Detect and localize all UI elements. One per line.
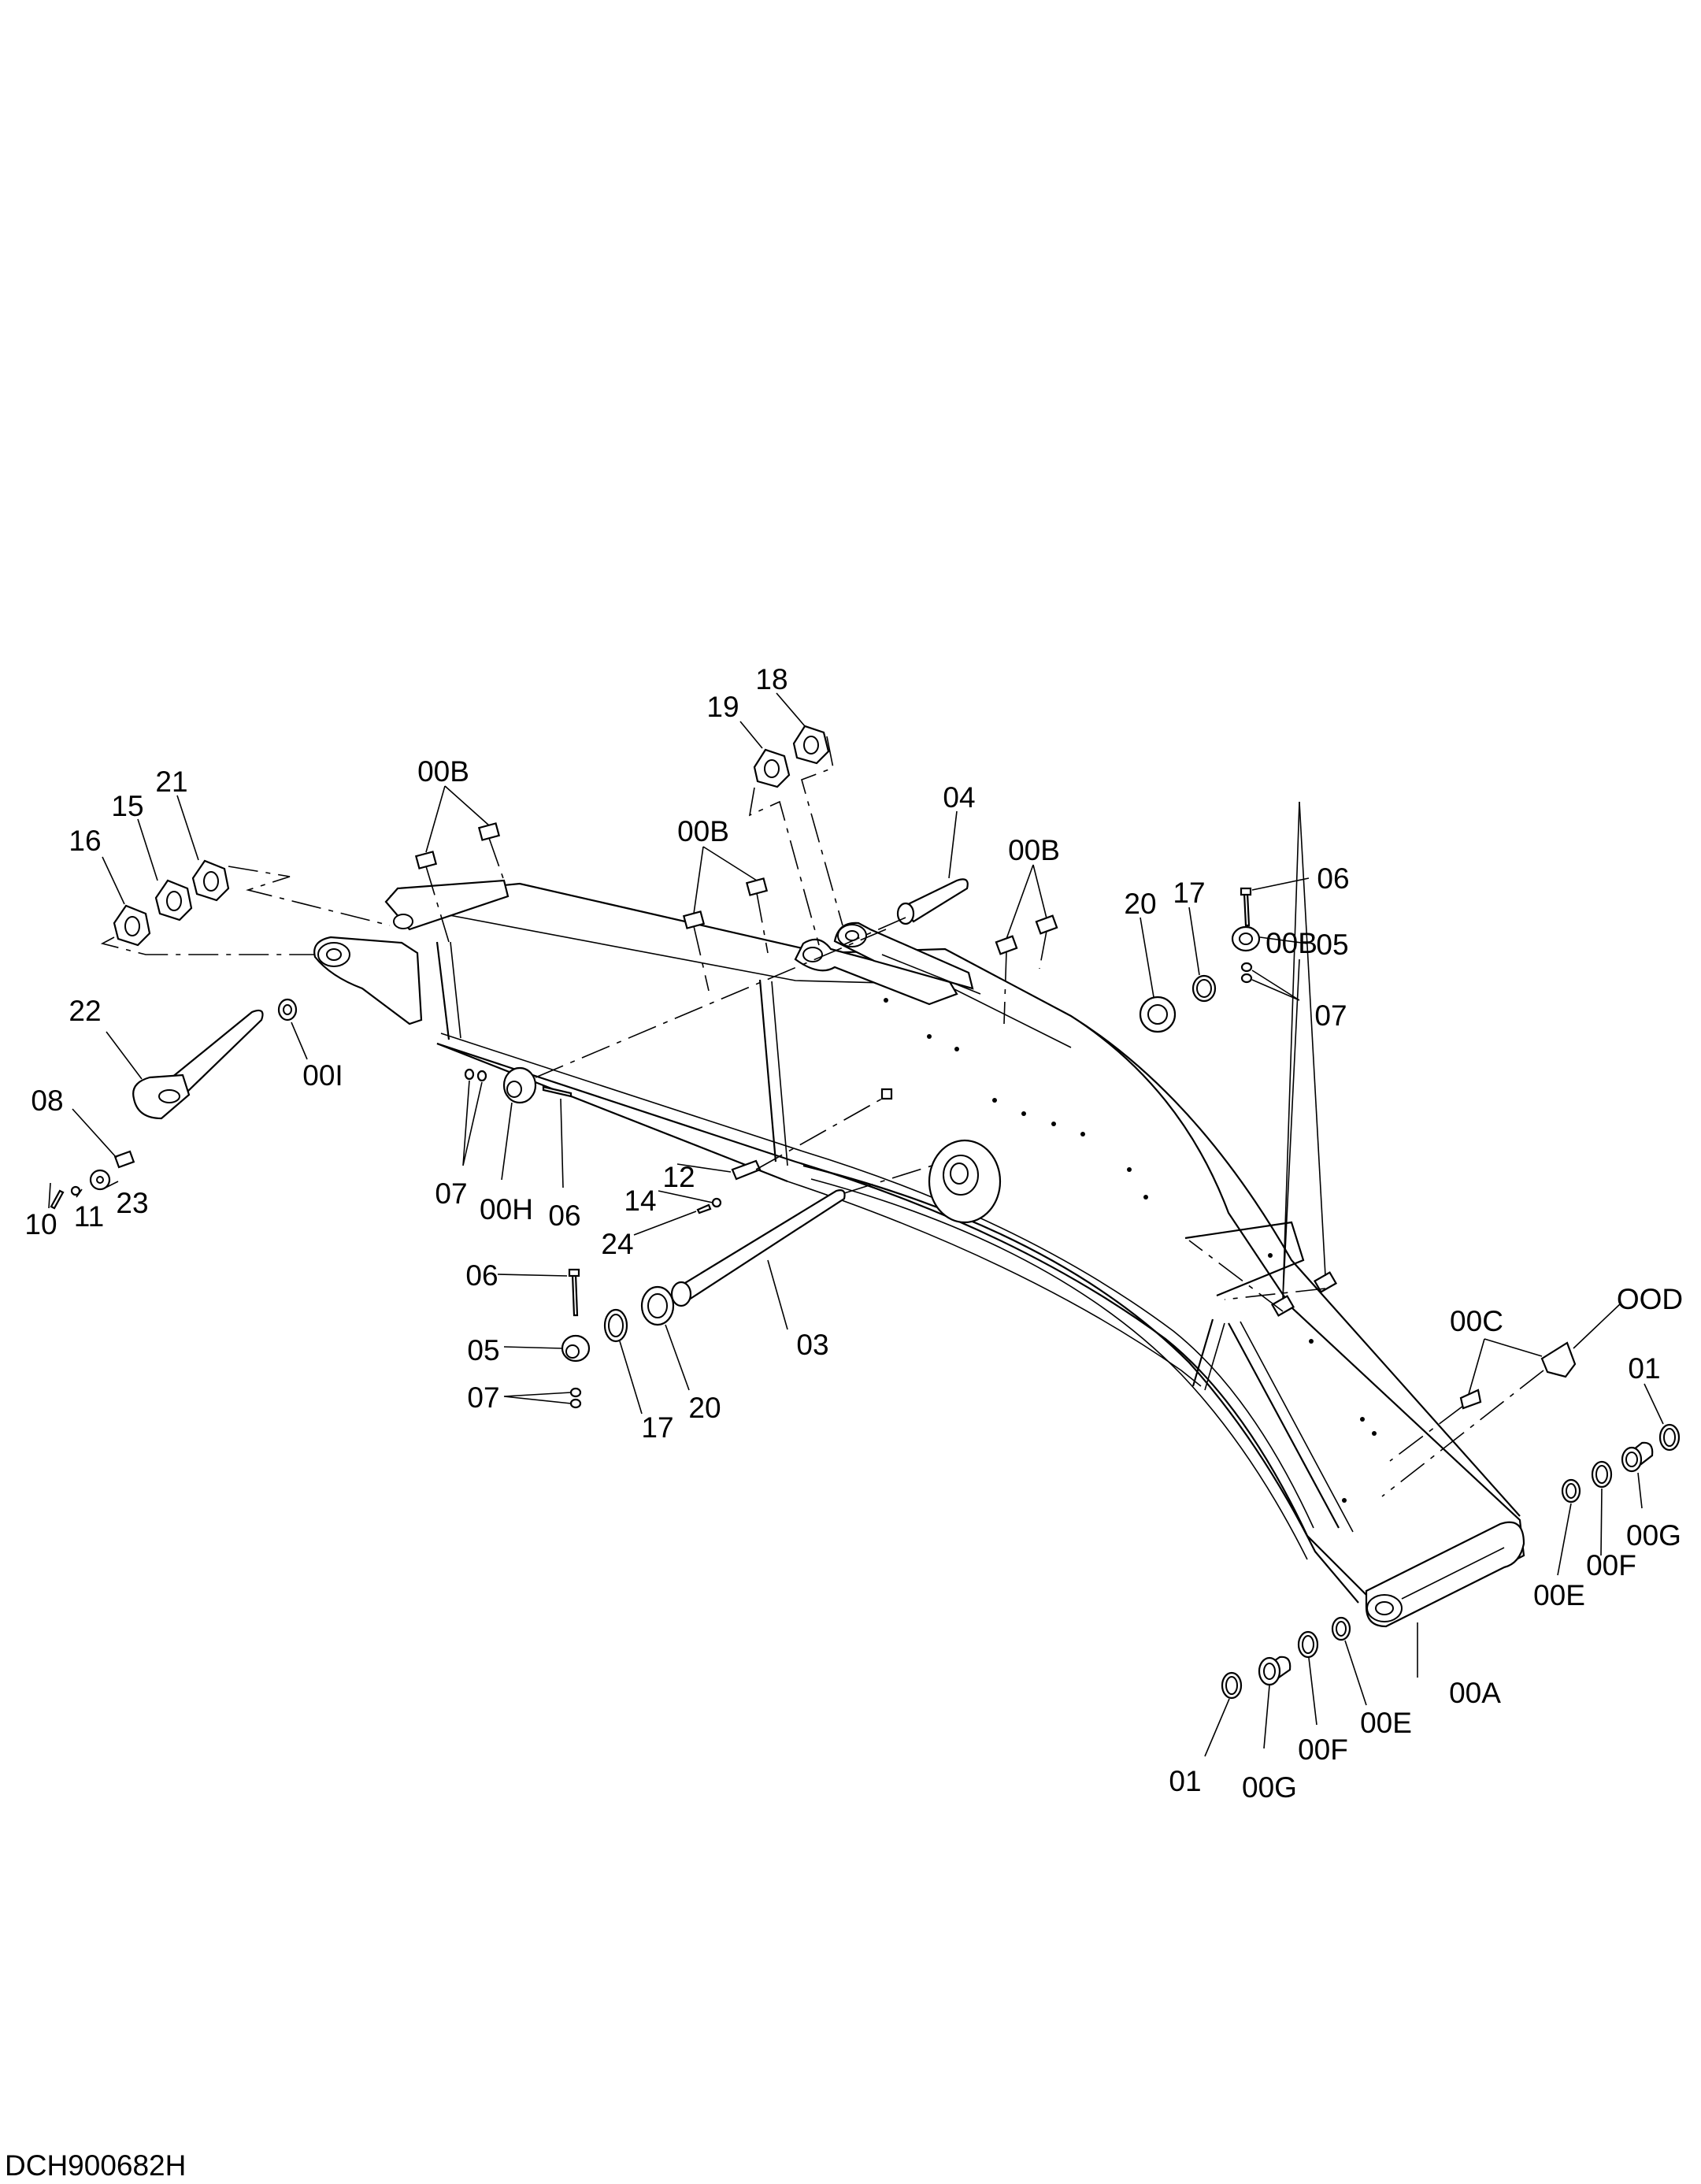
exploded-parts	[50, 725, 1681, 1700]
callout-10: 10	[24, 1208, 57, 1240]
callout-00b: 00B	[1266, 927, 1317, 959]
callout-07: 07	[435, 1177, 467, 1210]
callout-06: 06	[1317, 862, 1349, 895]
callout-00h: 00H	[480, 1193, 533, 1225]
block-00b	[414, 822, 1338, 1317]
callout-00e: 00E	[1533, 1579, 1585, 1611]
drawing-reference-code: DCH900682H	[5, 2149, 186, 2182]
pin-04	[896, 878, 969, 925]
pin-22	[132, 1009, 264, 1120]
shim-21	[191, 859, 230, 902]
callout-00b: 00B	[417, 755, 469, 788]
callout-labels: 18 19 04 00B 00B 00B 00B 21 15 16 20 17 …	[24, 663, 1683, 1804]
callout-08: 08	[31, 1085, 63, 1117]
shim-18	[792, 725, 830, 765]
callout-17: 17	[641, 1411, 673, 1444]
callout-11: 11	[74, 1200, 104, 1233]
callout-00g: 00G	[1626, 1519, 1681, 1552]
callout-00g: 00G	[1242, 1771, 1297, 1804]
callout-05: 05	[467, 1334, 499, 1366]
callout-01: 01	[1169, 1765, 1201, 1797]
shim-16	[113, 904, 151, 947]
callout-20: 20	[688, 1392, 721, 1424]
callout-18: 18	[755, 663, 788, 695]
callout-04: 04	[943, 781, 975, 814]
callout-19: 19	[706, 691, 739, 723]
callout-14: 14	[624, 1185, 656, 1217]
callout-24: 24	[601, 1228, 633, 1260]
callout-21: 21	[155, 766, 187, 798]
callout-01: 01	[1628, 1352, 1660, 1385]
callout-15: 15	[111, 790, 143, 822]
shim-15	[154, 879, 193, 921]
callout-00c: 00C	[1450, 1305, 1503, 1337]
callout-06: 06	[548, 1200, 580, 1232]
callout-16: 16	[69, 825, 101, 857]
callout-07: 07	[467, 1381, 499, 1414]
callout-00b: 00B	[1008, 834, 1060, 866]
callout-23: 23	[116, 1187, 148, 1219]
callout-20: 20	[1124, 888, 1156, 920]
callout-05: 05	[1316, 929, 1348, 961]
pin-03	[670, 1189, 846, 1307]
callout-00f: 00F	[1586, 1549, 1636, 1581]
leader-lines	[48, 692, 1664, 1757]
callout-ood: OOD	[1617, 1283, 1683, 1315]
callout-00e: 00E	[1360, 1707, 1412, 1739]
callout-00f: 00F	[1298, 1733, 1348, 1766]
callout-00i: 00I	[302, 1059, 343, 1092]
callout-06: 06	[465, 1259, 498, 1292]
boom-assembly	[313, 879, 1525, 1628]
shim-19	[753, 748, 791, 788]
callout-12: 12	[662, 1161, 695, 1193]
callout-03: 03	[796, 1329, 828, 1361]
callout-07: 07	[1314, 999, 1347, 1032]
callout-00a: 00A	[1449, 1677, 1501, 1709]
callout-00b: 00B	[677, 815, 729, 847]
callout-17: 17	[1173, 877, 1205, 909]
callout-22: 22	[69, 995, 101, 1027]
